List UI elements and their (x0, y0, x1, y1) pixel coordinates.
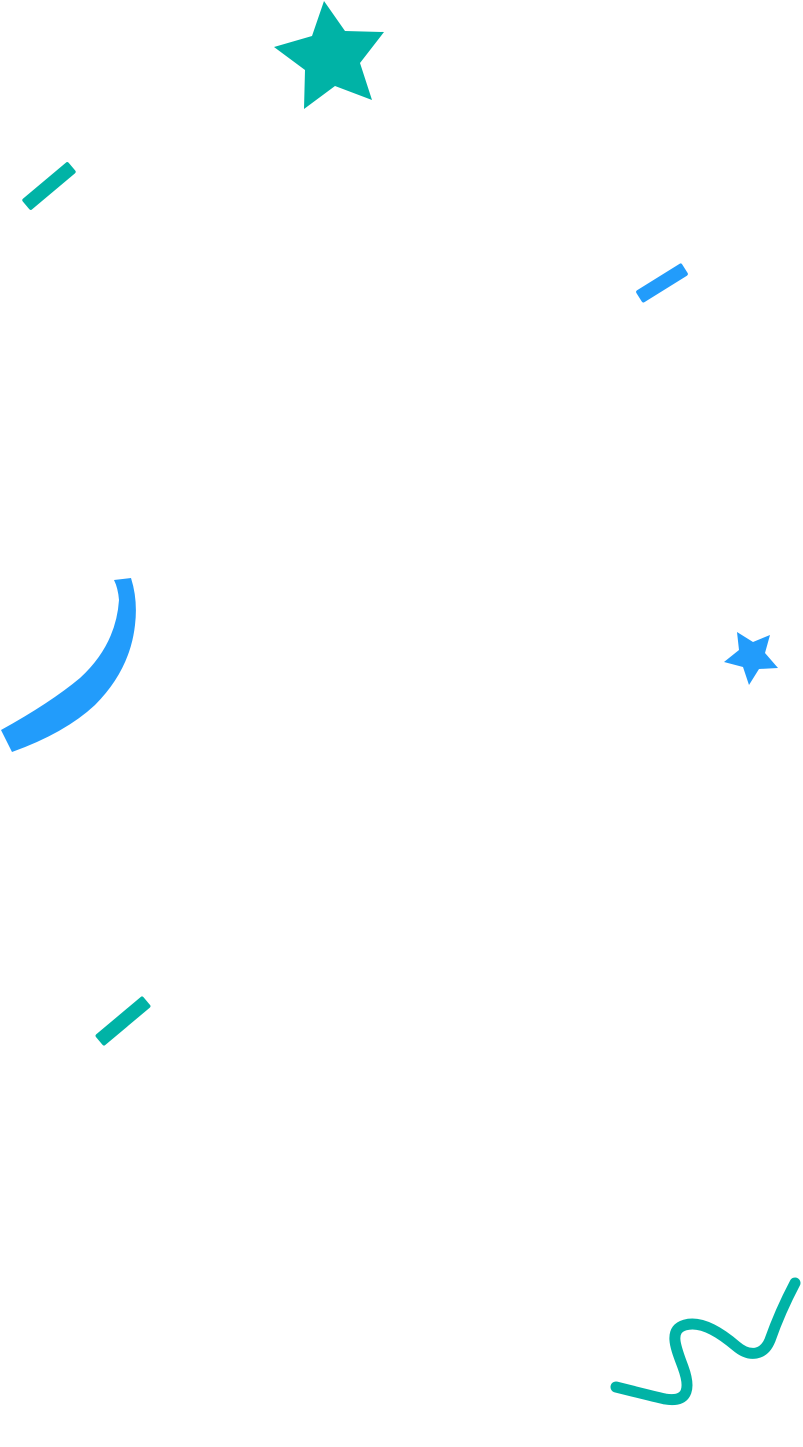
confetti-dash-icon (22, 162, 76, 210)
confetti-dash-icon (95, 996, 151, 1046)
star-icon (274, 1, 384, 109)
confetti-dash-icon (636, 263, 688, 303)
star-icon (724, 632, 778, 685)
confetti-squiggle-icon (610, 1277, 801, 1406)
confetti-curve-icon (1, 578, 136, 752)
